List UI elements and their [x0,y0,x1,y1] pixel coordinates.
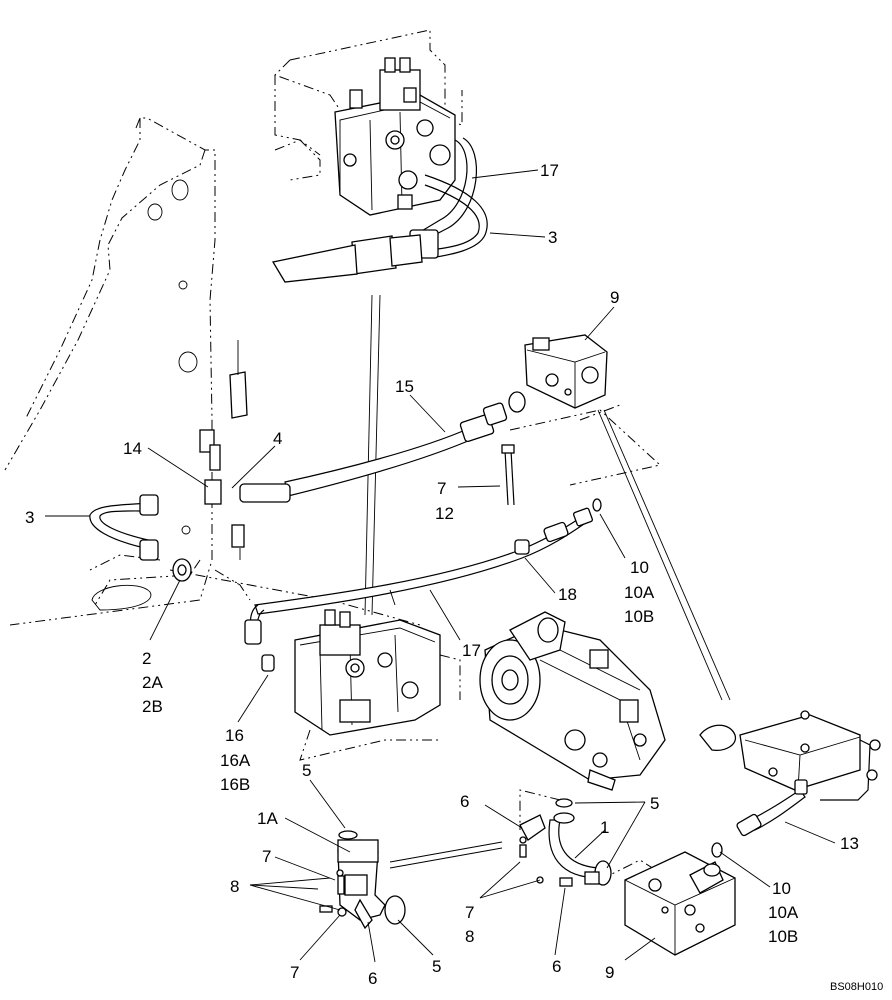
callout-2B: 2B [142,697,163,716]
callout-3-top: 3 [548,228,557,247]
callout-2A: 2A [142,673,163,692]
callout-1: 1 [600,818,609,837]
callout-17-mid: 17 [462,641,481,660]
callout-6-bottom: 6 [368,969,377,988]
fitting-1A-small-parts [319,869,347,917]
callout-3-left: 3 [25,508,34,527]
callout-16A: 16A [220,751,251,770]
callout-10-mid: 10 [630,558,649,577]
callout-15: 15 [395,377,414,396]
callout-1A: 1A [257,809,278,828]
inset-leaders [364,294,381,616]
callout-5-bottom: 5 [432,957,441,976]
callout-7-left: 7 [262,847,271,866]
callout-17-top: 17 [540,161,559,180]
long-leader-lines [597,409,731,701]
left-fittings-14-4 [199,340,248,560]
callout-7-mid: 7 [437,479,446,498]
callout-13: 13 [840,834,859,853]
callout-10B-mid: 10B [624,607,654,626]
connector-leaders-1A [389,841,503,869]
callout-7-right: 7 [465,903,474,922]
callout-5-right: 5 [650,794,659,813]
bolt-7-mid [501,444,515,506]
callout-10B-right: 10B [768,927,798,946]
callout-6-right: 6 [460,792,469,811]
frame-phantom-lines [4,29,711,906]
callout-6-low: 6 [552,957,561,976]
hose-17-long [244,498,602,645]
callout-16B: 16B [220,775,250,794]
left-hose-3 [89,494,192,582]
callout-12: 12 [435,504,454,523]
control-valve-top [334,57,456,216]
callout-5-left: 5 [302,761,311,780]
callout-8-right: 8 [465,927,474,946]
drawing-reference: BS08H010 [830,981,883,993]
control-valve-mid [261,609,461,761]
right-bracket [699,710,881,801]
callout-14: 14 [123,439,142,458]
callout-2: 2 [142,649,151,668]
callout-16: 16 [225,726,244,745]
callout-7-bottom: 7 [290,963,299,982]
top-hoses [271,137,488,283]
valve-block-9-top [524,334,608,409]
callout-10-right: 10 [772,879,791,898]
callout-4: 4 [273,429,282,448]
hydrostatic-pump [479,611,666,791]
callout-labels: 17 3 9 15 14 4 3 7 12 10 10A 10B 18 17 2… [25,161,883,993]
hose-13 [711,779,808,858]
callout-8-left: 8 [230,877,239,896]
callout-9-bottom: 9 [605,963,614,982]
callout-10A-right: 10A [768,903,799,922]
leader-lines [45,169,836,963]
callout-10A-mid: 10A [624,583,655,602]
valve-block-9-bottom [624,851,736,956]
frame-holes [91,179,198,611]
fitting-1A [337,830,406,930]
callout-18: 18 [558,585,577,604]
tube-1 [519,798,612,887]
hose-15 [239,391,526,503]
callout-9-top: 9 [610,288,619,307]
